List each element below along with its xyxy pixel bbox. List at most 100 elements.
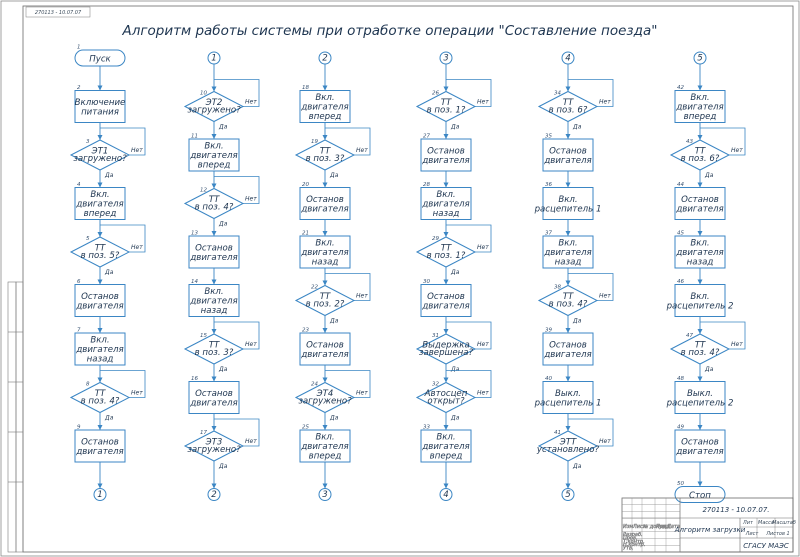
flow-node-connector-c5: 5 [561, 488, 575, 501]
node-text-line: Останов [427, 292, 465, 302]
node-number: 3 [86, 139, 90, 145]
node-number: 32 [432, 382, 439, 388]
node-text-line: в поз. 4? [195, 203, 234, 213]
node-text-line: в поз. 4? [81, 397, 120, 407]
node-text-line: загружено? [187, 106, 241, 116]
arrow-head [97, 377, 103, 383]
node-number: 41 [554, 430, 561, 436]
arrow-head [211, 329, 217, 334]
node-text-line: назад [687, 258, 714, 268]
node-text-line: вперед [430, 452, 463, 462]
node-text-line: ТТ [563, 292, 574, 302]
sheet-inner-frame [22, 5, 794, 553]
node-number: 12 [200, 188, 207, 194]
node-number: 13 [191, 231, 198, 237]
node-text-line: двигателя [189, 297, 237, 307]
node-text-line: двигателя [75, 301, 123, 311]
arrow-head [322, 135, 328, 140]
arrow-head [211, 183, 217, 189]
yes-label: Да [218, 124, 228, 131]
no-label: Нет [356, 147, 368, 154]
node-text-line: Стоп [689, 491, 711, 501]
arrow-head [322, 280, 328, 286]
arrow-head [322, 425, 328, 430]
node-text-line: Вкл. [558, 239, 577, 249]
arrow-head [697, 279, 703, 285]
yes-label: Да [450, 269, 460, 276]
node-text-line: двигателя [189, 253, 237, 263]
node-number: 6 [77, 279, 81, 285]
node-text-line: Вкл. [690, 292, 709, 302]
node-text-line: назад [201, 306, 228, 316]
arrow-head [443, 232, 449, 237]
node-text-line: двигателя [189, 398, 237, 408]
node-text-line: вперед [309, 452, 342, 462]
node-text-line: двигателя [75, 200, 123, 210]
no-label: Нет [356, 293, 368, 300]
node-text-line: ЭТ1 [91, 147, 109, 157]
node-text-line: двигателя [675, 248, 723, 258]
node-text-line: двигателя [300, 442, 348, 452]
node-text-line: Останов [549, 340, 587, 350]
node-number: 8 [86, 382, 90, 388]
node-text-line: назад [87, 355, 114, 365]
arrow-head [211, 86, 217, 92]
page-title: Алгоритм работы системы при отработке оп… [122, 23, 658, 39]
node-text-line: ЭТ2 [205, 98, 223, 108]
arrow-head [97, 135, 103, 140]
no-label: Нет [731, 147, 743, 154]
node-number: 10 [200, 91, 207, 97]
title-block-col-head: Дата [666, 524, 680, 530]
node-text-line: двигателя [675, 103, 723, 113]
flowchart: ДаДаДа1Пуск2ВключениепитанияНет3ЭТ1загру… [69, 45, 746, 503]
node-number: 22 [311, 285, 318, 291]
node-text-line: двигателя [300, 103, 348, 113]
node-text-line: двигателя [75, 345, 123, 355]
node-number: 49 [677, 425, 684, 431]
node-text-line: двигателя [543, 156, 591, 166]
title-block-scale-head: Масштаб [772, 520, 796, 526]
flow-node-connector-c1: 1 [93, 488, 107, 501]
node-text-line: 2 [211, 490, 216, 500]
node-text-line: ТТ [695, 147, 706, 157]
arrow-head [443, 134, 449, 139]
node-number: 19 [311, 139, 318, 145]
node-number: 26 [432, 91, 439, 97]
yes-label: Да [704, 172, 714, 179]
node-text-line: ТТ [441, 98, 452, 108]
node-text-line: Вкл. [204, 142, 223, 152]
title-block-code: 270113 - 10.07.07. [702, 506, 769, 514]
node-text-line: Останов [681, 437, 719, 447]
title-block-lit-head: Лит [742, 520, 754, 526]
node-text-line: Вкл. [315, 239, 334, 249]
arrow-head [322, 85, 328, 91]
node-text-line: вперед [198, 161, 231, 171]
node-text-line: двигателя [421, 200, 469, 210]
node-number: 21 [302, 231, 309, 237]
no-loop-edge [100, 224, 146, 253]
no-label: Нет [131, 147, 143, 154]
flow-node-connector-c4: 4 [439, 488, 453, 501]
node-text-line: Останов [306, 195, 344, 205]
arrow-head [322, 328, 328, 333]
node-number: 39 [545, 328, 552, 334]
node-text-line: 3 [443, 53, 448, 63]
node-text-line: ТТ [95, 389, 106, 399]
node-text-line: в поз. 4? [549, 300, 588, 310]
title-block-org: СГАСУ МАЭС [743, 542, 789, 550]
no-loop-edge [100, 127, 146, 156]
node-text-line: ТТ [563, 98, 574, 108]
arrow-head [697, 182, 703, 188]
